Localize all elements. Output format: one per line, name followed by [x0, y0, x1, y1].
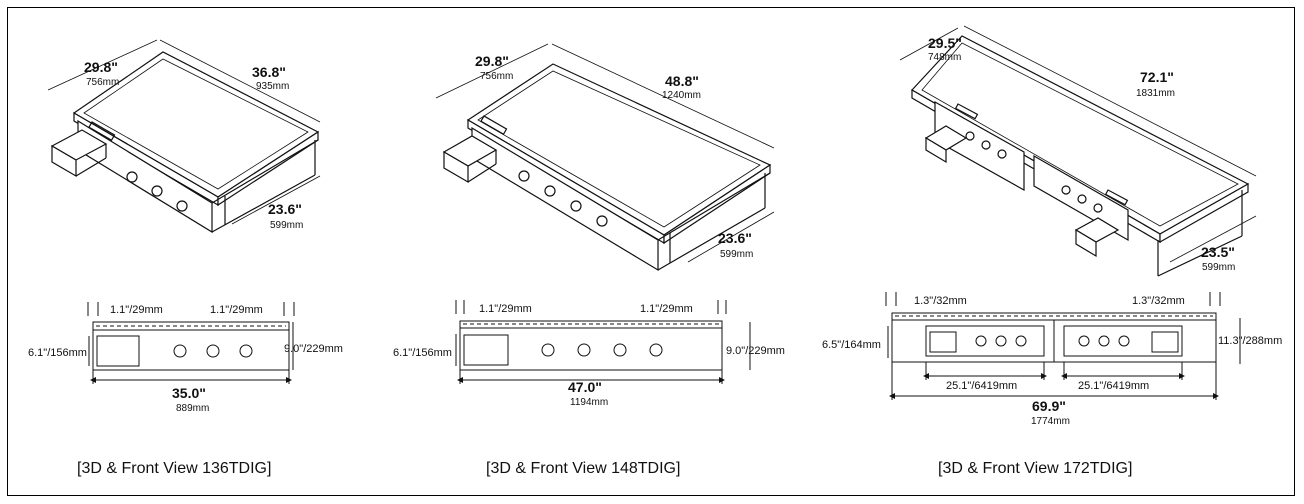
- front-width-in-172: 69.9": [1032, 398, 1066, 414]
- front-left-margin-148: 1.1"/29mm: [479, 303, 532, 315]
- diagram-frame: [7, 7, 1295, 496]
- front-total-height-136: 9.0"/229mm: [284, 343, 343, 355]
- iso-depth-in-172: 29.5": [928, 35, 962, 51]
- front-panel-height-172: 6.5"/164mm: [822, 339, 881, 351]
- caption-172: [3D & Front View 172TDIG]: [938, 460, 1133, 477]
- front-total-height-172: 11.3"/288mm: [1218, 335, 1282, 347]
- iso-dims-172: [899, 25, 1257, 263]
- iso-view-148: [442, 63, 772, 272]
- front-panel-height-148: 6.1"/156mm: [393, 347, 452, 359]
- iso-width-in-136: 36.8": [252, 64, 286, 80]
- iso-height-in-172: 23.5": [1201, 244, 1235, 260]
- front-width-mm-172: 1774mm: [1031, 416, 1070, 427]
- front-left-margin-172: 1.3"/32mm: [914, 295, 967, 307]
- iso-depth-in-136: 29.8": [84, 59, 118, 75]
- caption-148: [3D & Front View 148TDIG]: [486, 460, 681, 477]
- front-right-margin-148: 1.1"/29mm: [640, 303, 693, 315]
- front-panel-height-136: 6.1"/156mm: [28, 347, 87, 359]
- iso-height-in-148: 23.6": [718, 230, 752, 246]
- iso-dims-148: [435, 43, 775, 263]
- front-view-172: [885, 292, 1241, 400]
- iso-width-mm-172: 1831mm: [1136, 88, 1175, 99]
- front-view-148: [455, 300, 751, 384]
- iso-height-mm-136: 599mm: [270, 220, 303, 231]
- front-total-height-148: 9.0"/229mm: [726, 345, 785, 357]
- front-right-margin-172: 1.3"/32mm: [1132, 295, 1185, 307]
- front-section-left-172: 25.1"/6419mm: [946, 380, 1017, 392]
- iso-width-in-148: 48.8": [665, 73, 699, 89]
- iso-view-172: [911, 35, 1250, 277]
- caption-136: [3D & Front View 136TDIG]: [77, 460, 272, 477]
- iso-depth-mm-148: 756mm: [480, 71, 513, 82]
- front-view-136: [87, 302, 295, 384]
- iso-width-mm-148: 1240mm: [662, 90, 701, 101]
- front-section-right-172: 25.1"/6419mm: [1078, 380, 1149, 392]
- front-width-mm-148: 1194mm: [570, 397, 608, 408]
- iso-depth-in-148: 29.8": [475, 53, 509, 69]
- front-width-in-136: 35.0": [172, 385, 206, 401]
- iso-dims-136: [47, 39, 321, 225]
- iso-width-in-172: 72.1": [1140, 69, 1174, 85]
- iso-height-mm-172: 599mm: [1202, 262, 1235, 273]
- iso-view-136: [50, 51, 320, 234]
- iso-depth-mm-172: 748mm: [928, 52, 961, 63]
- iso-depth-mm-136: 756mm: [86, 77, 119, 88]
- iso-height-mm-148: 599mm: [720, 249, 753, 260]
- iso-width-mm-136: 935mm: [256, 81, 289, 92]
- front-left-margin-136: 1.1"/29mm: [110, 304, 163, 316]
- front-width-mm-136: 889mm: [176, 403, 209, 414]
- iso-height-in-136: 23.6": [268, 201, 302, 217]
- front-width-in-148: 47.0": [568, 379, 602, 395]
- front-right-margin-136: 1.1"/29mm: [210, 304, 263, 316]
